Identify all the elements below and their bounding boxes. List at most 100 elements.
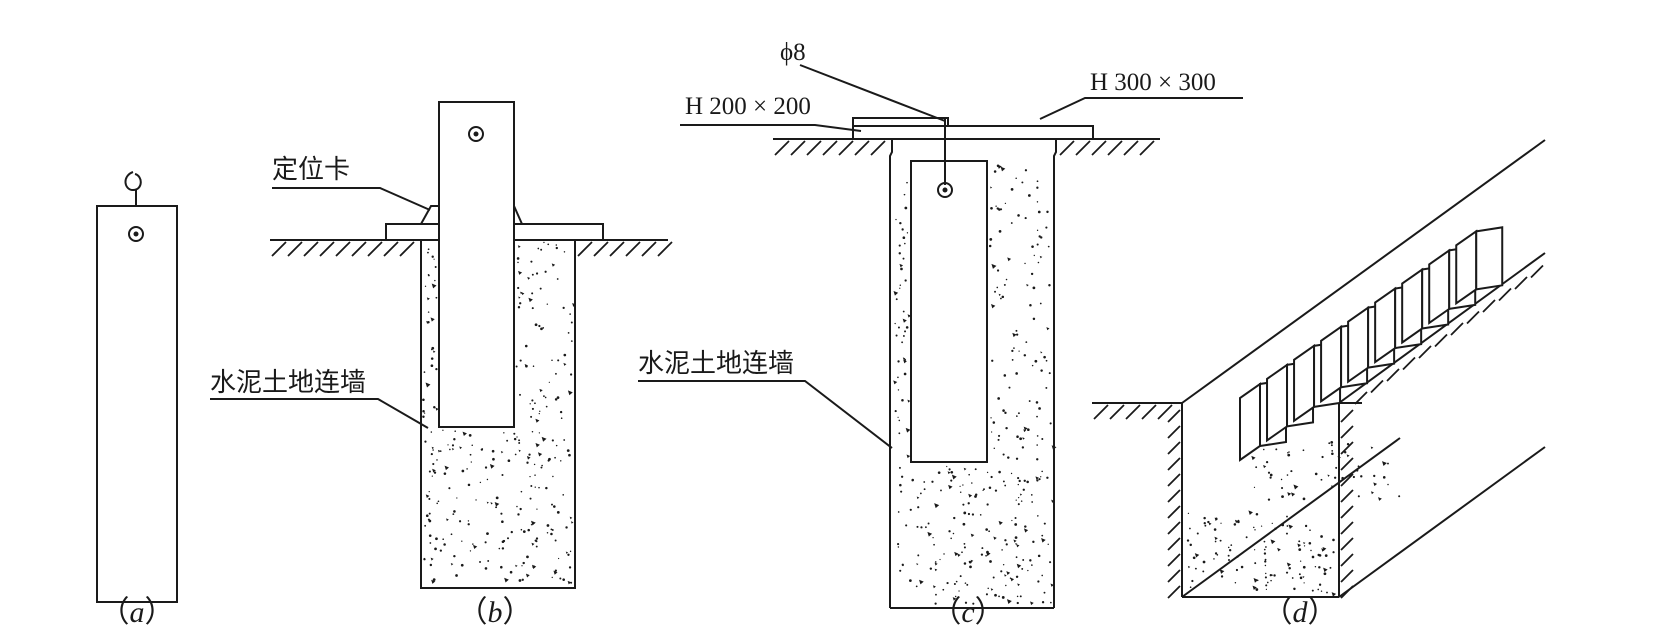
aggregate-dot <box>501 520 504 524</box>
aggregate-dot <box>425 514 429 518</box>
aggregate-dot <box>1310 549 1312 552</box>
aggregate-chip <box>1302 575 1305 579</box>
hatch-stroke <box>1167 585 1181 599</box>
aggregate-dot <box>1017 412 1020 415</box>
hatch-stroke <box>577 241 593 257</box>
aggregate-dot <box>1036 415 1038 418</box>
aggregate-dot <box>1046 476 1049 479</box>
aggregate-chip <box>1323 567 1328 573</box>
aggregate-dot <box>1028 400 1031 402</box>
aggregate-dot <box>1214 552 1218 555</box>
aggregate-dot <box>899 569 902 572</box>
aggregate-dot <box>1001 549 1003 551</box>
trench-bottom-right-edge <box>1338 446 1546 598</box>
aggregate-dot <box>495 496 499 500</box>
hatch-stroke <box>1450 322 1464 336</box>
aggregate-dot <box>522 530 526 533</box>
aggregate-dot <box>557 557 560 560</box>
aggregate-dot <box>1287 453 1291 457</box>
hatch-stroke <box>1340 441 1354 455</box>
aggregate-dot <box>1288 451 1290 453</box>
aggregate-chip <box>1015 542 1018 546</box>
aggregate-dot <box>898 466 901 469</box>
aggregate-dot <box>1318 566 1321 569</box>
aggregate-dot <box>529 497 532 500</box>
aggregate-dot <box>554 398 558 401</box>
aggregate-chip <box>993 536 997 540</box>
aggregate-dot <box>520 490 523 493</box>
aggregate-chip <box>535 443 540 448</box>
aggregate-dot <box>471 444 473 447</box>
aggregate-dot <box>551 576 553 579</box>
aggregate-dot <box>899 284 902 286</box>
aggregate-dot <box>547 243 550 246</box>
aggregate-chip <box>907 399 911 403</box>
aggregate-dot <box>1335 466 1338 469</box>
aggregate-dot <box>517 261 519 264</box>
aggregate-dot <box>435 537 438 541</box>
aggregate-dot <box>1021 446 1025 449</box>
aggregate-dot <box>1331 485 1333 487</box>
aggregate-dot <box>903 193 906 196</box>
hatch-stroke <box>1418 345 1432 359</box>
aggregate-dot <box>1329 566 1332 569</box>
aggregate-chip <box>1373 482 1378 487</box>
aggregate-dot <box>937 471 941 474</box>
aggregate-dot <box>898 244 901 247</box>
aggregate-chip <box>515 564 518 568</box>
aggregate-chip <box>553 570 558 575</box>
aggregate-dot <box>1290 470 1293 473</box>
ground-hatch <box>774 140 1155 156</box>
aggregate-dot <box>1048 284 1051 287</box>
aggregate-dot <box>510 530 513 534</box>
aggregate-dot <box>430 452 433 456</box>
h-beam-web <box>1320 324 1343 404</box>
aggregate-dot <box>900 490 903 493</box>
aggregate-dot <box>1025 341 1028 344</box>
hatch-stroke <box>1167 409 1181 423</box>
aggregate-dot <box>897 376 899 379</box>
aggregate-chip <box>1051 445 1057 451</box>
aggregate-dot <box>515 365 518 368</box>
aggregate-dot <box>1263 552 1267 555</box>
aggregate-dot <box>948 530 951 533</box>
aggregate-dot <box>428 274 430 277</box>
aggregate-dot <box>1036 458 1039 461</box>
aggregate-dot <box>1323 572 1327 576</box>
aggregate-dot <box>942 588 945 591</box>
aggregate-dot <box>538 432 541 434</box>
aggregate-dot <box>428 534 432 537</box>
aggregate-dot <box>529 403 531 405</box>
aggregate-dot <box>1263 540 1266 543</box>
aggregate-dot <box>1287 452 1289 454</box>
aggregate-dot <box>1227 559 1230 562</box>
aggregate-chip <box>1023 528 1029 533</box>
aggregate-dot <box>1017 503 1020 506</box>
aggregate-dot <box>1286 474 1289 476</box>
aggregate-dot <box>1187 512 1190 515</box>
aggregate-dot <box>1267 498 1271 501</box>
aggregate-dot <box>979 514 982 516</box>
aggregate-dot <box>988 530 991 533</box>
aggregate-dot <box>554 456 556 459</box>
aggregate-dot <box>543 241 545 244</box>
aggregate-chip <box>934 503 940 509</box>
aggregate-dot <box>1037 261 1040 264</box>
hatch-stroke <box>1141 404 1157 420</box>
aggregate-chip <box>1370 491 1374 495</box>
aggregate-dot <box>437 500 440 503</box>
hatch-stroke <box>609 241 625 257</box>
hatch-stroke <box>790 140 806 156</box>
aggregate-dot <box>1049 561 1052 564</box>
aggregate-dot <box>1332 538 1335 542</box>
aggregate-dot <box>1014 516 1017 519</box>
aggregate-dot <box>950 537 952 540</box>
hatch-stroke <box>1107 140 1123 156</box>
trench-wall-left <box>889 139 893 608</box>
aggregate-dot <box>934 602 937 605</box>
aggregate-dot <box>929 567 933 570</box>
hatch-stroke <box>1340 489 1354 503</box>
aggregate-dot <box>897 389 900 391</box>
aggregate-dot <box>1024 217 1027 220</box>
aggregate-chip <box>1006 599 1012 604</box>
